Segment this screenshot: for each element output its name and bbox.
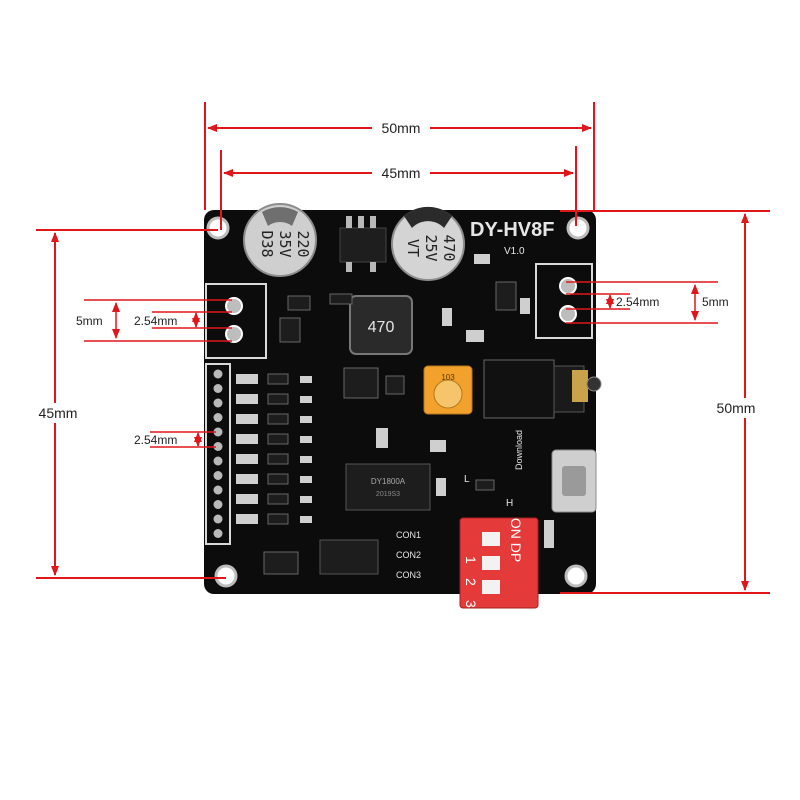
- smd-diode: [267, 393, 289, 405]
- smd-capacitor: [300, 396, 312, 403]
- dim-label-right-terminal-spacing: 5mm: [702, 295, 729, 309]
- cap1-code: D38: [258, 230, 276, 257]
- dip-switch-title: ON DP: [508, 518, 524, 562]
- smd-diode: [267, 473, 289, 485]
- header-pin: [213, 485, 223, 495]
- dim-label-left-terminal-pitch: 2.54mm: [134, 314, 177, 328]
- dip-number-1: 1: [463, 556, 479, 564]
- mounting-hole-bottom-left: [214, 564, 238, 588]
- power-inductor: 470: [349, 295, 413, 355]
- smd-diode: [267, 373, 289, 385]
- dim-label-top-inner: 45mm: [382, 165, 421, 181]
- smd-capacitor: [300, 416, 312, 423]
- cap2-voltage: 25V: [422, 234, 440, 261]
- mounting-hole-top-left: [206, 216, 230, 240]
- dim-label-right-terminal-pitch: 2.54mm: [616, 295, 659, 309]
- potentiometer: 103: [423, 365, 473, 415]
- dim-label-header-pitch: 2.54mm: [134, 433, 177, 447]
- header-pin: [213, 529, 223, 538]
- header-pin: [213, 471, 223, 480]
- dim-label-left-terminal-spacing: 5mm: [76, 314, 103, 328]
- header-pin: [213, 427, 223, 437]
- misc-smd-components: [263, 254, 554, 575]
- pin-header: [205, 363, 231, 545]
- left-power-terminal: [205, 283, 267, 359]
- dip-toggle-1[interactable]: [482, 532, 500, 546]
- cap1-value: 220: [294, 230, 312, 257]
- dip-toggle-3[interactable]: [482, 580, 500, 594]
- flash-memory-chip: [319, 539, 379, 575]
- dip-number-3: 3: [463, 600, 479, 608]
- board-version: V1.0: [504, 246, 525, 257]
- micro-usb-port: [551, 449, 597, 513]
- audio-decoder-chip: DY1800A 2019S3: [345, 463, 431, 511]
- con1-label: CON1: [396, 530, 421, 540]
- dim-label-top-outer: 50mm: [382, 120, 421, 136]
- smd-diode: [267, 413, 289, 425]
- smd-resistor: [236, 474, 258, 484]
- pcb-board: 220 35V D38 470 25V VT DY-HV8F V: [204, 203, 602, 609]
- header-pin: [213, 514, 223, 524]
- smd-capacitor: [300, 516, 312, 523]
- capacitor-220uf: 220 35V D38: [243, 203, 317, 277]
- smd-capacitor: [300, 376, 312, 383]
- smd-resistor-array: [236, 373, 312, 525]
- cap2-code: VT: [404, 239, 422, 257]
- inductor-label: 470: [368, 319, 395, 336]
- header-pin: [213, 413, 223, 422]
- download-label: Download: [514, 430, 524, 470]
- audio-jack: [483, 359, 602, 419]
- smd-diode: [267, 453, 289, 465]
- dim-label-right-outer: 50mm: [717, 400, 756, 416]
- cap2-value: 470: [440, 234, 458, 261]
- smd-resistor: [236, 374, 258, 384]
- smd-diode: [267, 513, 289, 525]
- dip-switch[interactable]: ON DP 1 2 3: [459, 517, 539, 609]
- mounting-holes: [206, 216, 590, 588]
- smd-capacitor: [300, 476, 312, 483]
- smd-capacitor: [300, 456, 312, 463]
- smd-capacitor: [300, 436, 312, 443]
- dimension-annotations: 50mm 45mm 45mm 50mm 5mm 2.54mm 2.54mm 5m: [32, 102, 770, 594]
- smd-resistor: [236, 514, 258, 524]
- header-pin: [213, 384, 223, 393]
- header-pin: [213, 369, 223, 379]
- smd-resistor: [236, 454, 258, 464]
- con2-label: CON2: [396, 550, 421, 560]
- smd-diode: [267, 493, 289, 505]
- chip-label: DY1800A: [371, 477, 406, 486]
- header-pin: [213, 442, 223, 451]
- header-pin: [213, 398, 223, 408]
- level-label-low: L: [464, 474, 470, 485]
- smd-capacitor: [300, 496, 312, 503]
- dip-number-2: 2: [463, 578, 479, 586]
- capacitor-470uf: 470 25V VT: [391, 206, 465, 281]
- level-label-high: H: [506, 498, 513, 509]
- smd-resistor: [236, 494, 258, 504]
- cap1-voltage: 35V: [276, 230, 294, 257]
- smd-resistor: [236, 414, 258, 424]
- smd-resistor: [236, 434, 258, 444]
- dip-toggle-2[interactable]: [482, 556, 500, 570]
- smd-resistor: [236, 394, 258, 404]
- voltage-regulator-ic: [339, 216, 387, 272]
- smd-diode: [267, 433, 289, 445]
- header-pin: [213, 500, 223, 509]
- header-pin: [213, 456, 223, 466]
- board-model: DY-HV8F: [470, 219, 554, 241]
- mounting-hole-bottom-right: [564, 564, 588, 588]
- mounting-hole-top-right: [566, 216, 590, 240]
- dim-label-left-outer: 45mm: [39, 405, 78, 421]
- chip-sub-label: 2019S3: [376, 491, 400, 498]
- pot-label: 103: [441, 373, 455, 382]
- con3-label: CON3: [396, 570, 421, 580]
